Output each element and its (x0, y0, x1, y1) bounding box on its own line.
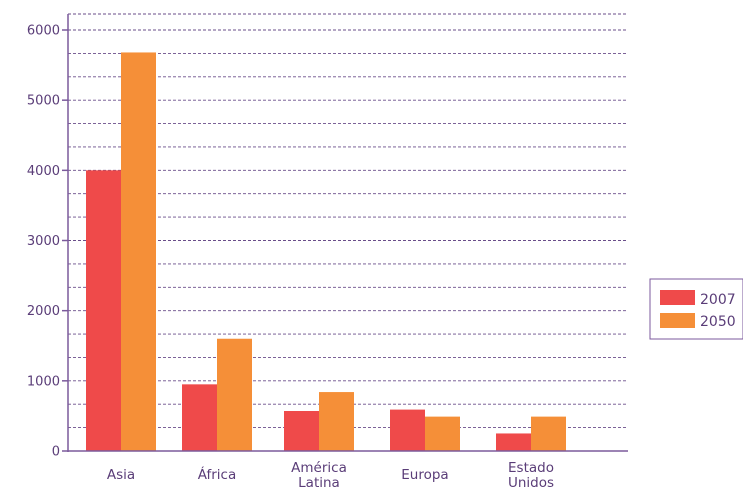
legend-label-2050: 2050 (700, 314, 736, 330)
legend-box (649, 278, 743, 340)
y-tick-label: 3000 (27, 234, 60, 249)
bar-2050-américa-latina (319, 392, 354, 451)
y-tick-label: 2000 (27, 304, 60, 319)
bar-2050-asia (121, 52, 156, 451)
legend-swatch-2007 (660, 290, 695, 305)
bar-2007-europa (390, 409, 425, 451)
bar-2050-áfrica (217, 338, 252, 451)
y-tick-label: 6000 (27, 24, 60, 39)
bar-2007-estado-unidos (496, 433, 531, 451)
bar-2050-europa (425, 416, 460, 451)
grid-lines (68, 13, 628, 429)
bar-2007-américa-latina (284, 411, 319, 451)
y-tick-label: 5000 (27, 94, 60, 109)
x-category-label: Europa (401, 467, 448, 483)
bar-2050-estado-unidos (531, 416, 566, 451)
y-tick-label: 1000 (27, 374, 60, 389)
y-tick-labels: 0 1000 2000 3000 4000 5000 6000 (27, 24, 68, 460)
bar-2007-asia (86, 170, 121, 452)
y-tick-label: 0 (52, 445, 60, 460)
y-tick-label: 4000 (27, 164, 60, 179)
x-category-label: África (198, 466, 237, 483)
axes (67, 14, 628, 452)
legend: 2007 2050 (649, 278, 743, 340)
bar-2007-áfrica (182, 384, 217, 451)
x-category-label: Asia (107, 467, 135, 483)
bars (86, 52, 566, 452)
legend-label-2007: 2007 (700, 292, 736, 308)
legend-swatch-2050 (660, 313, 695, 328)
